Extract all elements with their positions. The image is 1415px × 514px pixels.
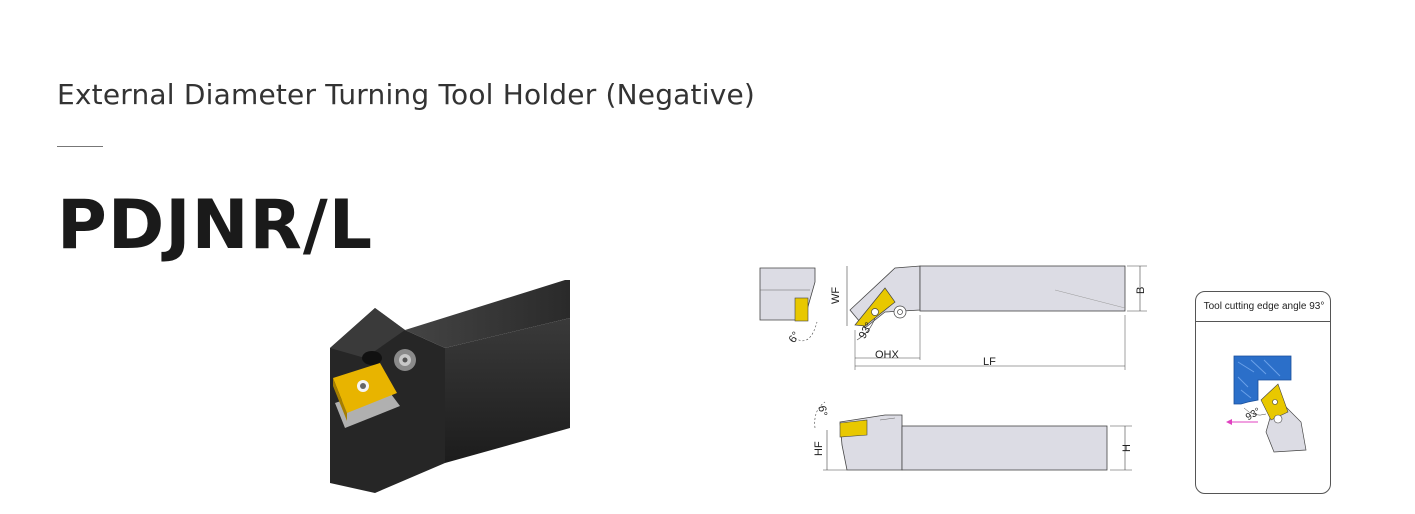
dim-wf-label: WF	[830, 287, 842, 304]
dim-b-label: B	[1135, 287, 1147, 294]
product-subtitle: External Diameter Turning Tool Holder (N…	[57, 78, 756, 111]
cutting-angle-card-title: Tool cutting edge angle 93°	[1203, 301, 1325, 312]
dimension-drawings: 6° WF B 93° OHX LF 6°	[759, 265, 1147, 471]
dim-hf-label: HF	[813, 441, 825, 456]
cutting-angle-card: Tool cutting edge angle 93° 93°	[1195, 291, 1331, 494]
angle-6-top-label: 6°	[787, 330, 803, 346]
dim-h-label: H	[1121, 444, 1133, 452]
product-model-title: PDJNR/L	[57, 186, 374, 265]
cutting-angle-illustration: 93°	[1226, 355, 1307, 453]
card-angle-label: 93°	[1244, 406, 1263, 423]
end-view-top: 6°	[759, 267, 818, 346]
angle-6-bottom-label: 6°	[815, 405, 829, 417]
card-title-divider	[1196, 321, 1330, 322]
tool-holder-photo	[330, 280, 570, 493]
dim-lf-label: LF	[983, 356, 996, 368]
title-divider	[57, 146, 103, 147]
dim-ohx-label: OHX	[875, 349, 900, 361]
plan-view: WF B 93° OHX LF	[830, 265, 1147, 370]
side-view: 6° HF H	[813, 401, 1133, 471]
